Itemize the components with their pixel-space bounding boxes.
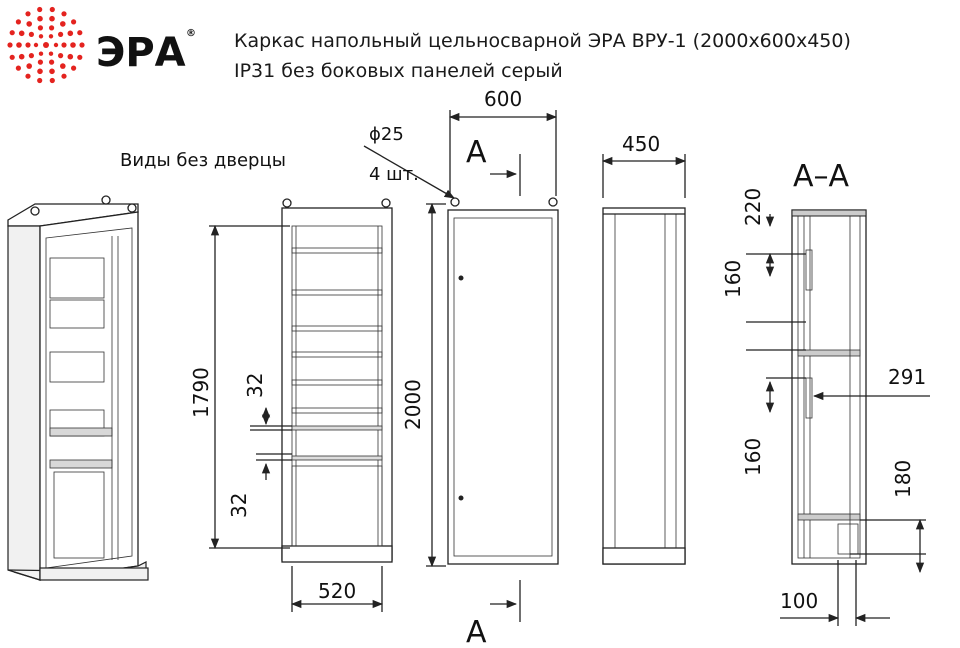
logo-dot	[79, 42, 85, 48]
logo-dot	[70, 42, 76, 48]
brand-registered-mark: ®	[186, 28, 196, 39]
logo-dot	[25, 11, 31, 17]
logo-dot	[28, 53, 34, 59]
logo-dot	[77, 54, 83, 60]
side-view	[602, 207, 686, 565]
brand-name: ЭРА	[96, 30, 186, 76]
logo-dot	[60, 21, 66, 27]
logo-dot	[71, 65, 77, 71]
logo-dot	[77, 30, 83, 36]
logo-dot	[28, 31, 34, 37]
dimension-lines	[209, 110, 930, 626]
section-mark-bottom: A	[466, 615, 487, 648]
sun-dots-icon	[7, 6, 85, 84]
logo-dot	[67, 53, 74, 60]
logo-dot	[18, 30, 25, 37]
section-title: A–A	[793, 159, 850, 194]
logo-dot	[37, 6, 43, 13]
dim-width-front: 600	[484, 87, 522, 111]
logo-dot	[67, 30, 74, 37]
logo-dot	[53, 42, 59, 48]
logo-dot	[61, 73, 67, 79]
logo-dot	[33, 42, 39, 48]
logo-dot	[15, 19, 21, 25]
logo-dot	[25, 73, 31, 79]
dim-rail-step-lower: 160	[741, 438, 765, 476]
isometric-view	[7, 195, 149, 581]
dim-rail-depth: 291	[888, 365, 926, 389]
logo-dot	[71, 19, 77, 25]
logo-dot	[7, 42, 13, 48]
hole-count-label: 4 шт.	[369, 164, 419, 185]
dim-height-total: 2000	[401, 379, 425, 430]
hole-diameter-label: ϕ25	[369, 124, 404, 145]
dim-bottom-offset: 180	[891, 460, 915, 498]
logo-dot	[58, 31, 64, 37]
dim-pitch-lower: 32	[227, 493, 251, 518]
logo-dot	[49, 77, 55, 84]
front-frame-view	[281, 198, 393, 563]
logo-dot	[37, 15, 43, 22]
logo-dot	[9, 54, 15, 60]
logo-dot	[37, 77, 43, 84]
logo-dot	[15, 65, 21, 71]
dim-height-inner: 1790	[189, 367, 213, 418]
logo-dot	[48, 34, 54, 39]
logo-dot	[37, 25, 44, 31]
front-door-view	[447, 197, 559, 565]
logo-dot	[49, 6, 55, 13]
logo-dot	[26, 63, 32, 69]
logo-dot	[49, 15, 55, 22]
logo-dot	[38, 51, 44, 56]
dim-top-offset: 220	[741, 188, 765, 226]
logo-dot	[37, 59, 44, 65]
brand-logo: ЭРА ®	[7, 6, 196, 84]
logo-dot	[49, 25, 55, 31]
dim-inner-width: 520	[318, 579, 356, 603]
product-title-line1: Каркас напольный цельносварной ЭРА ВРУ-1…	[234, 30, 851, 52]
section-view	[791, 209, 867, 565]
logo-dot	[18, 53, 25, 60]
logo-dot	[61, 11, 67, 17]
logo-dot	[9, 30, 15, 36]
logo-dot	[25, 42, 31, 48]
logo-dot	[48, 51, 54, 56]
dim-rail-step-upper: 160	[721, 260, 745, 298]
section-mark-top: A	[466, 135, 487, 170]
logo-dot	[37, 68, 43, 75]
dim-depth-side: 450	[622, 132, 660, 156]
logo-dot	[43, 42, 49, 48]
logo-dot	[58, 53, 64, 59]
logo-dot	[49, 68, 55, 75]
dim-pitch-upper: 32	[243, 373, 267, 398]
dim-bottom-depth: 100	[780, 589, 818, 613]
logo-dot	[16, 42, 22, 48]
logo-dot	[61, 42, 67, 48]
logo-dot	[60, 63, 66, 69]
logo-dot	[38, 34, 44, 39]
product-title-line2: IP31 без боковых панелей серый	[234, 60, 563, 82]
logo-dot	[49, 59, 55, 65]
logo-dot	[26, 21, 32, 27]
views-without-door-label: Виды без дверцы	[120, 150, 286, 171]
